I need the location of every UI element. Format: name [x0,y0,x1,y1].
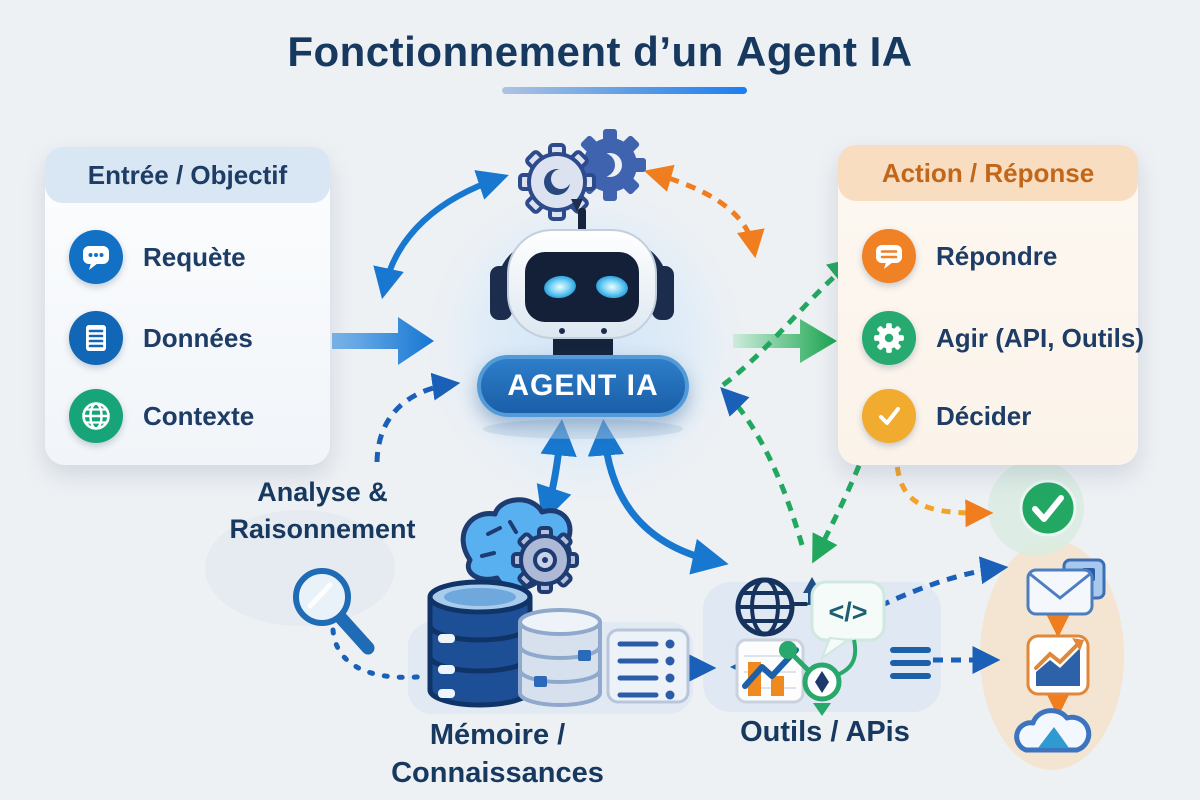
database-light-icon [518,608,602,707]
globe-icon [69,389,123,443]
document-lines-icon [69,311,123,365]
input-item-label: Contexte [143,400,255,431]
chat-lines-icon [862,229,916,283]
title-part3: Agent IA [735,28,913,75]
check-circle-icon [1019,479,1077,537]
output-item-agir: Agir (API, Outils) [862,310,1144,366]
memory-label-line2: Connaissances [391,757,604,789]
arrow-tools-agent-dashed [720,386,805,546]
output-item-label: Agir (API, Outils) [936,322,1144,353]
arrow-loop-gears [373,170,509,300]
arrow-agent-to-action [733,319,837,363]
arrow-agent-repondre-dashed [721,257,857,388]
input-item-contexte: Contexte [69,388,254,444]
input-item-label: Requète [143,241,246,272]
brain-gear-icon [460,497,579,594]
email-icon [1026,558,1106,616]
arrow-input-to-agent [332,317,434,365]
memory-label-line1: Mémoire / [429,719,566,751]
output-item-decider: Décider [862,388,1031,444]
magnifier-icon [293,568,375,655]
memory-label: Mémoire / Connaissances [345,716,650,792]
input-card-header: Entrée / Objectif [45,147,330,203]
database-icon [427,579,533,708]
page-title: Fonctionnement d’un Agent IA [0,28,1200,76]
chat-dots-icon [69,230,123,284]
robot-icon [483,208,683,439]
menu-lines-icon [890,647,931,679]
analysis-label: Analyse & Raisonnement [205,474,440,548]
analysis-label-line1: Analyse & [257,477,388,507]
title-part1: Fonctionnement [287,28,621,75]
flow-nodes-icon [779,639,858,716]
gear-icon [862,311,916,365]
arrow-gears-action-dashed [643,164,765,259]
arrow-agent-analysis [536,419,577,524]
arrow-agir-tools-dashed [812,431,875,564]
input-item-label: Données [143,322,253,353]
agent-ia-pill: AGENT IA [477,355,689,417]
arrow-agent-tools [587,419,729,575]
output-card: Action / Réponse Répondre [838,145,1144,465]
output-item-repondre: Répondre [862,228,1057,284]
line-chart-icon [1026,634,1090,696]
code-bubble-icon: </> [810,580,886,661]
analysis-label-line2: Raisonnement [229,514,416,544]
title-underline [502,87,747,94]
tools-label: Outils / APis [740,716,910,748]
globe-wire-icon [735,577,808,637]
output-item-label: Décider [936,400,1032,431]
arrow-decider-check-dashed [893,449,994,528]
arrow-code-email-dashed [878,556,1009,609]
gears-icon [518,129,646,221]
code-glyph: </> [828,597,867,627]
check-icon [862,389,916,443]
output-card-header: Action / Réponse [838,145,1138,201]
server-icon [606,628,690,704]
input-item-donnees: Données [69,310,253,366]
title-part2: d’un [633,28,724,75]
input-card: Entrée / Objectif Requète Données [45,147,330,465]
input-item-requete: Requète [69,229,246,285]
cloud-icon [1014,708,1092,753]
arrow-analysis-agent-dashed [374,372,461,463]
output-item-label: Répondre [936,240,1058,271]
